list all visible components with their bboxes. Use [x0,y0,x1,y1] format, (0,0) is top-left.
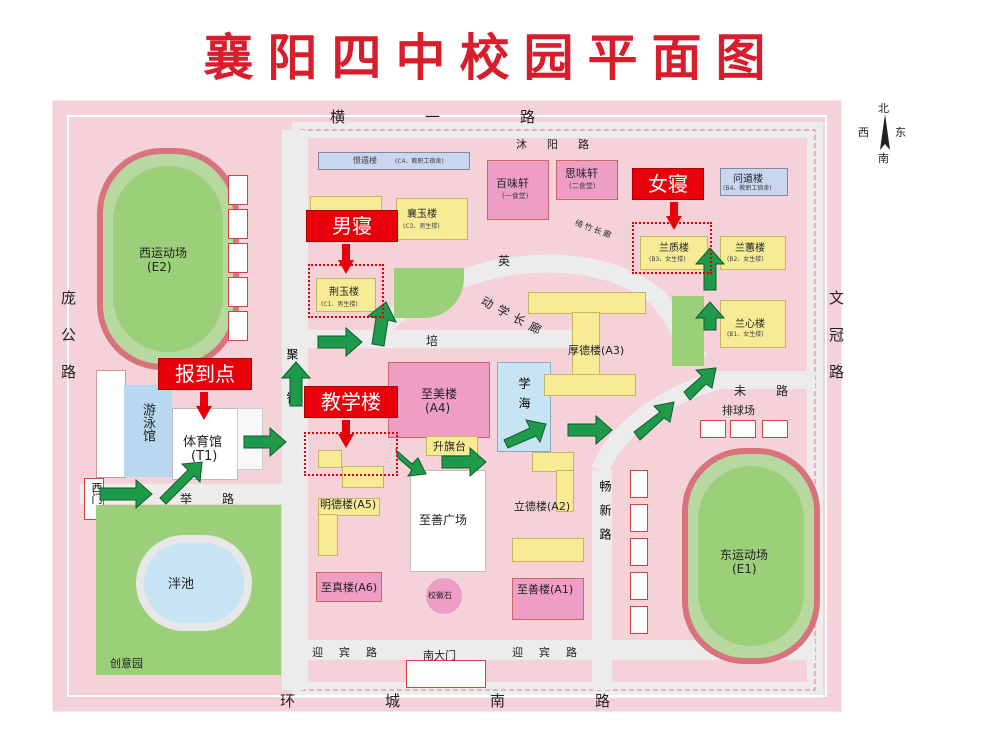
shengqi-platform: 升旗台 [426,436,478,456]
east-courts [630,470,650,640]
map-title: 襄阳四中校园平面图 [203,28,780,87]
wendao-name: 问道楼 [733,174,763,185]
road-ju-side: 聚 [285,348,299,360]
gym-building: 体育馆 (T1) [172,408,238,480]
xiangyu-building: 襄玉楼 (C3、男生楼) [396,198,468,240]
zhishan-building: 至善楼(A1) [512,578,584,620]
volleyball-courts: 排球场 [700,404,810,440]
callout-male-dorm-arrow-icon [338,244,354,274]
callout-male-dorm[interactable]: 男寝 [306,210,398,242]
pond-label: 泮池 [168,577,195,592]
green-patch-2 [672,296,704,366]
wendao-sub: (B4、教职工宿舍) [723,185,772,192]
east-field-code: (E1) [732,562,757,576]
east-sports-field: 东运动场 (E1) [682,448,820,664]
pond [136,535,252,631]
houde-building: 厚德楼(A3) [528,292,646,396]
jingyu-sub: (C1、男生楼) [321,301,358,308]
swimming-pool-hall: 游泳馆 [124,385,172,477]
baiwei-canteen: 百味轩 (一食堂) [487,160,549,220]
west-field-name: 西运动场 [139,246,188,260]
jingyuan-name: 憬遁楼 [353,156,377,165]
callout-registration[interactable]: 报到点 [158,358,252,390]
chuangyi-label: 创意园 [110,657,143,670]
road-chang: 畅新路 [598,480,612,552]
gym-code: (T1) [191,449,218,464]
compass-arrow-icon [880,114,890,150]
road-ju: 举路 [180,492,265,506]
mingde-label: 明德楼(A5) [320,498,377,511]
jingyuan-building: 憬遁楼 (C4、教职工宿舍) [318,152,470,170]
xiangyu-name: 襄玉楼 [407,209,437,220]
lanhui-sub: (B2、女生楼) [727,256,764,263]
chuangyi-garden: 泮池 创意园 [96,505,281,675]
callout-teaching-arrow-icon [338,420,354,448]
zhishan-square: 至善广场 [410,470,486,572]
jingyu-name: 荆玉楼 [329,287,359,298]
zhimei-building: 至美楼 (A4) [388,362,490,438]
zhizhen-building: 至真楼(A6) [316,572,382,602]
compass-north: 北 [878,102,889,115]
compass-west: 西 [858,126,869,139]
xiangyu-sub: (C3、男生楼) [403,223,440,230]
zhimei-code: (A4) [425,401,451,415]
road-yingbin-right: 迎宾路 [512,646,593,659]
callout-teaching[interactable]: 教学楼 [304,386,398,418]
callout-female-dorm[interactable]: 女寝 [632,168,704,200]
road-muyang: 沐阳路 [516,138,609,151]
siwei-name: 思味轩 [565,167,598,180]
lanhui-name: 兰蕙楼 [735,243,765,254]
male-dorm-highlight [308,264,384,318]
east-field-name: 东运动场 [720,548,769,562]
callout-registration-arrow-icon [196,392,212,420]
zhishan-label: 至善楼(A1) [517,583,574,596]
road-right: 文冠路 [827,290,845,401]
swimming-label: 游泳馆 [140,403,155,442]
compass-south: 南 [878,152,889,165]
zhishan-square-label: 至善广场 [419,513,468,527]
road-pei: 培 [426,334,439,348]
lanhui-building: 兰蕙楼 (B2、女生楼) [720,236,786,270]
xiaohui-label: 校徽石 [428,591,452,600]
houde-label: 厚德楼(A3) [568,344,625,357]
compass: 北 西 东 南 [858,100,918,170]
road-wei: 未路 [734,384,819,398]
siwei-canteen: 思味轩 (二食堂) [556,160,618,200]
road-yingbin-left: 迎宾路 [312,646,393,659]
road-ying: 英 [498,254,511,268]
west-field-code: (E2) [147,260,172,274]
jingyuan-sub: (C4、教职工宿舍) [395,158,444,165]
teaching-highlight [304,432,398,476]
shengqi-label: 升旗台 [433,440,466,453]
paiqiu-label: 排球场 [722,404,755,417]
female-dorm-highlight [632,222,712,274]
lanzhi-name: 兰质楼 [659,243,689,254]
compass-east: 东 [895,126,906,139]
west-sports-field: 西运动场 (E2) [97,148,239,370]
west-courts [228,175,248,341]
south-gate-label: 南大门 [423,649,456,662]
baiwei-sub: (一食堂) [502,192,529,200]
siwei-sub: (二食堂) [569,182,596,190]
lanxin-name: 兰心楼 [735,319,765,330]
road-bottom: 环城南路 [280,692,701,710]
zhizhen-label: 至真楼(A6) [321,581,378,594]
jingyu-building: 荆玉楼 (C1、男生楼) [316,278,376,312]
south-gate[interactable]: 南大门 [406,649,486,688]
zhimei-name: 至美楼 [421,387,458,401]
xuehai-label: 学海 [517,377,531,417]
xiaohui-stone: 校徽石 [426,578,462,614]
mingde-building: 明德楼(A5) [312,446,392,566]
gym-name: 体育馆 [183,435,223,450]
lide-building: 立德楼(A2) [512,452,584,564]
baiwei-name: 百味轩 [496,177,529,190]
road-top: 横一路 [330,108,616,126]
lanzhi-sub: (B3、女生楼) [649,256,686,263]
road-left: 庞公路 [59,290,77,401]
wendao-building: 问道楼 (B4、教职工宿舍) [720,168,788,196]
lanxin-building: 兰心楼 (B1、女生楼) [720,300,786,348]
lide-label: 立德楼(A2) [514,500,571,513]
lanxin-sub: (B1、女生楼) [727,331,764,338]
